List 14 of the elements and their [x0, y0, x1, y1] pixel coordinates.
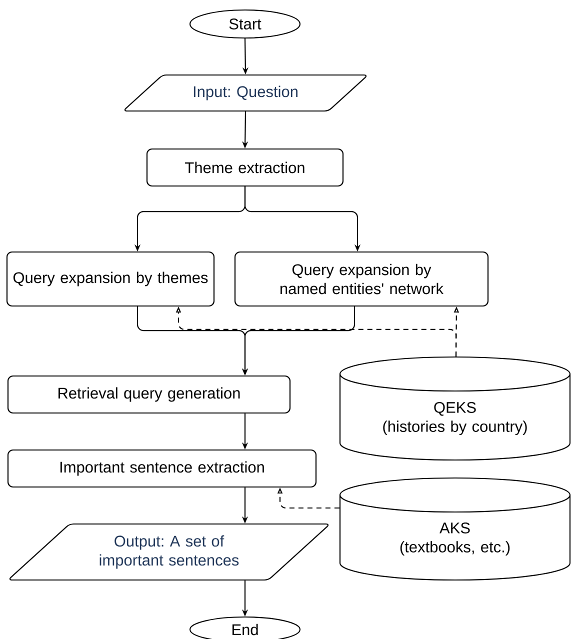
node-label: (histories by country): [383, 420, 527, 436]
node-label: (textbooks, etc.): [400, 541, 510, 556]
process-box: Retrieval query generation: [7, 375, 291, 414]
terminal-oval: Start: [189, 9, 301, 39]
data-parallelogram: Output: A set of important sentences: [9, 523, 329, 581]
process-box: Query expansion by themes: [6, 251, 215, 307]
node-label: QEKS: [434, 402, 476, 416]
database-cylinder: QEKS (histories by country): [339, 356, 571, 461]
database-cylinder: AKS (textbooks, etc.): [339, 477, 571, 581]
process-box: Query expansion by named entities' network: [234, 251, 489, 307]
node-label: AKS: [440, 522, 470, 534]
process-box: Theme extraction: [146, 148, 344, 187]
process-box: Important sentence extraction: [7, 449, 317, 488]
data-parallelogram: Input: Question: [124, 74, 367, 112]
